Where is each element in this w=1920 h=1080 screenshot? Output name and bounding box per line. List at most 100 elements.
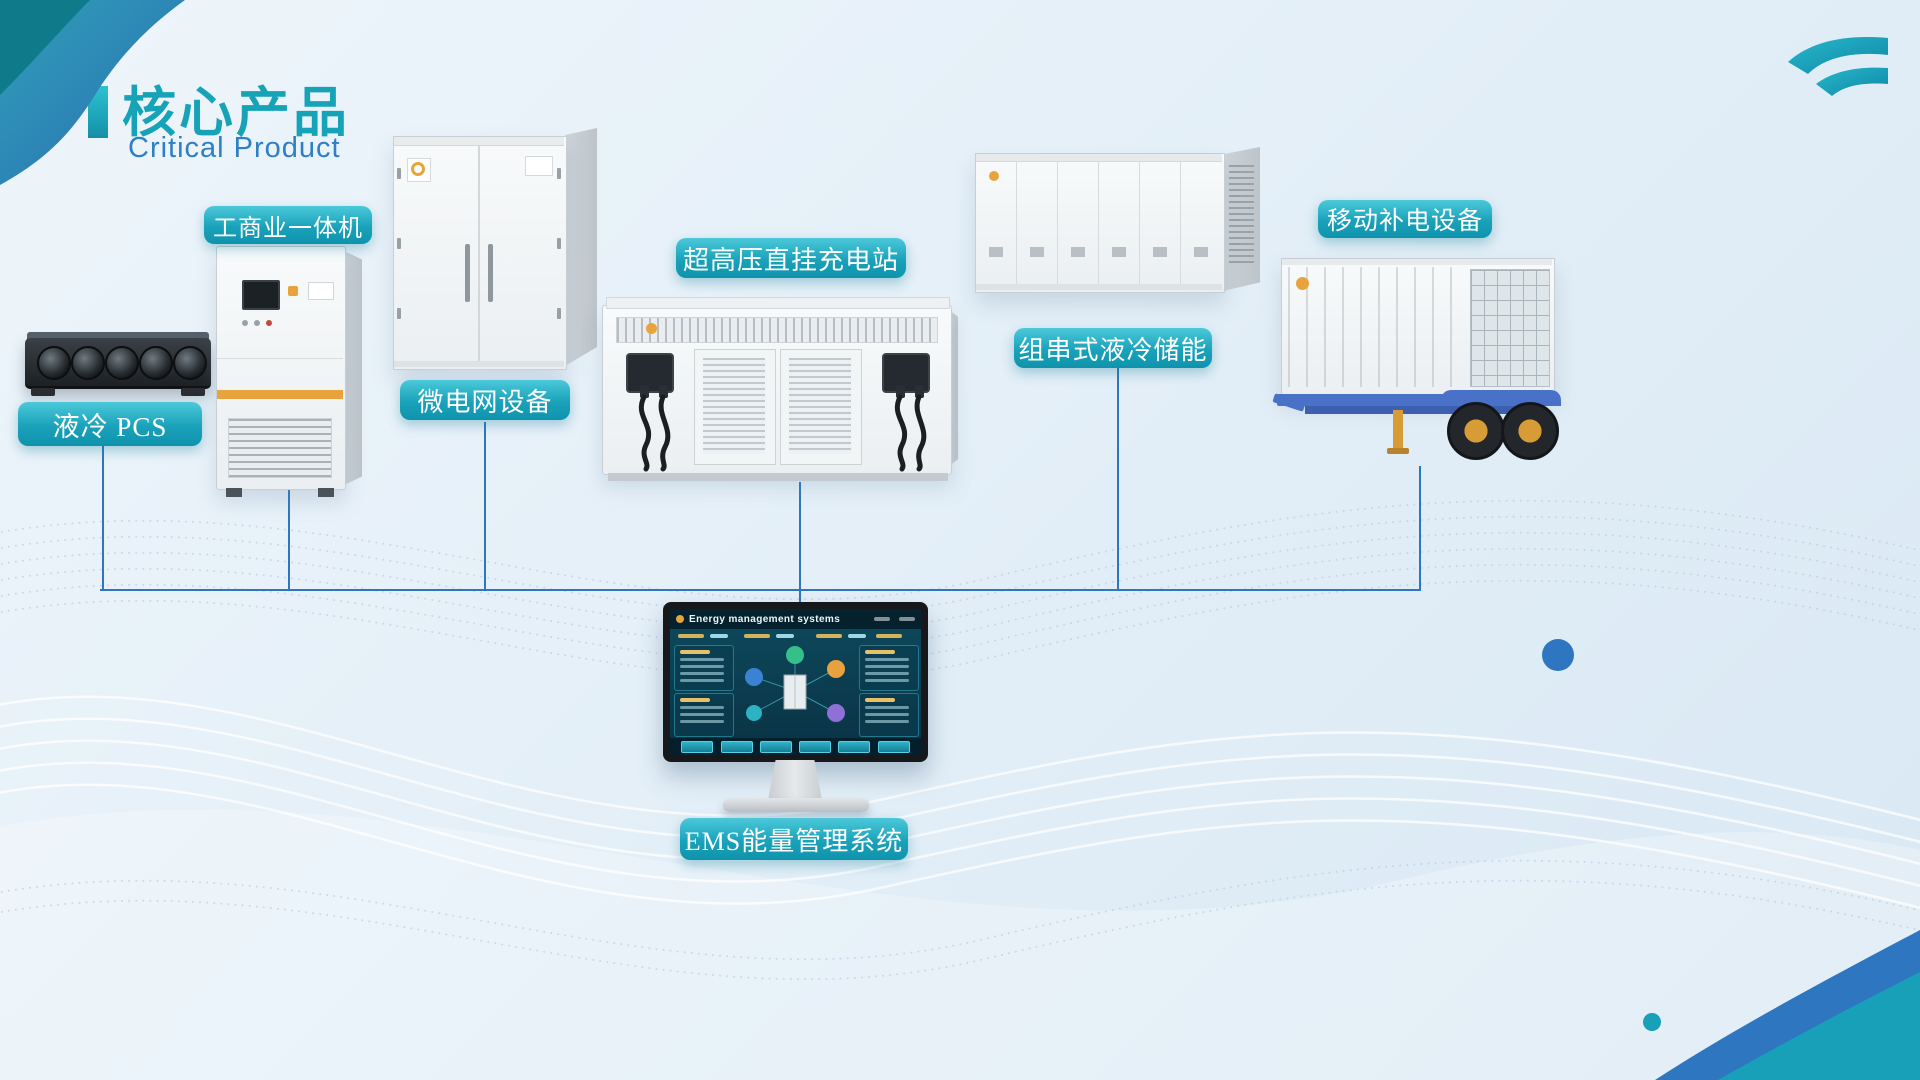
- string-vent: [1153, 247, 1167, 257]
- bottom-right-corner-shape: [1643, 930, 1920, 1080]
- product-mobile-charger: [1272, 250, 1565, 472]
- microgrid-hinge: [557, 308, 561, 319]
- label-liquid-cooled-pcs: 液冷 PCS: [18, 402, 202, 446]
- ems-button: [877, 740, 910, 753]
- label-text: 微电网设备: [417, 387, 553, 417]
- ems-screen: Energy management systems: [670, 609, 921, 755]
- ems-panel-title-bar: [865, 698, 895, 702]
- label-text: 工商业一体机: [213, 215, 363, 242]
- string-vent: [1071, 247, 1085, 257]
- ems-panel-row: [865, 720, 909, 723]
- charging-top-vent: [616, 317, 938, 343]
- connector-string-storage: [1117, 368, 1119, 589]
- string-side-grille: [1229, 165, 1254, 265]
- string-vent: [1112, 247, 1126, 257]
- string-front: [975, 153, 1225, 293]
- string-vent: [1194, 247, 1208, 257]
- ems-panel-row: [865, 658, 909, 661]
- charging-roof: [606, 297, 950, 309]
- ems-stat-bar: [816, 634, 842, 638]
- cabinet-side: [342, 250, 362, 486]
- cabinet-button: [242, 320, 248, 326]
- ems-flow-diagram: [745, 646, 845, 722]
- brand-mark-icon: [1296, 277, 1309, 290]
- string-vent: [989, 247, 1003, 257]
- ems-panel-title-bar: [680, 698, 710, 702]
- label-text: EMS能量管理系统: [684, 826, 904, 856]
- product-ems-monitor: Energy management systems: [663, 602, 928, 818]
- pcs-fan: [105, 346, 139, 380]
- connector-horizontal: [100, 589, 1421, 591]
- brand-mark-icon: [646, 323, 657, 334]
- cabinet-foot: [226, 488, 242, 497]
- ems-button: [799, 740, 832, 753]
- connector-pcs: [102, 446, 104, 589]
- ems-button: [759, 740, 792, 753]
- cabinet-plate: [308, 282, 334, 300]
- ems-button: [720, 740, 753, 753]
- monitor-base: [723, 798, 869, 812]
- cabinet-button: [266, 320, 272, 326]
- cabinet-indicator: [288, 286, 298, 296]
- label-text: 组串式液冷储能: [1018, 335, 1208, 365]
- microgrid-handle: [465, 244, 470, 302]
- pcs-fan: [37, 346, 71, 380]
- trailer-mudguard: [1441, 390, 1561, 406]
- brand-logo: [1788, 37, 1888, 96]
- string-panel-seam: [1098, 161, 1099, 289]
- string-vent: [1030, 247, 1044, 257]
- title-accent-bar: [88, 86, 108, 138]
- ems-panel-row: [865, 706, 909, 709]
- product-microgrid-container: [393, 128, 597, 372]
- label-hv-charging: 超高压直挂充电站: [676, 238, 906, 278]
- ems-stat-bar: [848, 634, 866, 638]
- connector-microgrid: [484, 422, 486, 589]
- charging-screen-right: [882, 353, 930, 393]
- string-roof: [976, 154, 1222, 162]
- string-side: [1223, 147, 1260, 291]
- charging-base-rail: [608, 473, 948, 481]
- ems-panel-row: [680, 713, 724, 716]
- ems-stat-bar: [776, 634, 794, 638]
- pcs-fan: [139, 346, 173, 380]
- ems-header-widget: [899, 617, 915, 621]
- string-panel-seam: [1057, 161, 1058, 289]
- ems-stat-bar: [876, 634, 902, 638]
- ems-panel-title-bar: [865, 650, 895, 654]
- ems-panel-row: [680, 672, 724, 675]
- microgrid-plate: [525, 156, 553, 176]
- label-all-in-one: 工商业一体机: [204, 206, 372, 244]
- microgrid-door-seam: [478, 145, 480, 367]
- charging-door: [694, 349, 776, 465]
- product-string-storage: [975, 147, 1260, 297]
- pcs-foot: [31, 388, 55, 396]
- ems-panel-row: [680, 720, 724, 723]
- charging-door-vent: [703, 358, 765, 454]
- ems-panel-row: [680, 679, 724, 682]
- side-accent-dot: [1542, 639, 1574, 671]
- brand-mark-icon: [411, 162, 425, 176]
- charging-door: [780, 349, 862, 465]
- ems-panel-row: [680, 706, 724, 709]
- ems-panel: [674, 645, 734, 691]
- connector-mobile: [1419, 466, 1421, 589]
- microgrid-hinge: [397, 168, 401, 179]
- trailer-wheel: [1501, 402, 1559, 460]
- mobile-window-grid: [1470, 269, 1550, 387]
- charging-door-vent: [789, 358, 851, 454]
- cabinet-seam: [217, 358, 343, 359]
- microgrid-hinge: [557, 238, 561, 249]
- ems-panel-row: [865, 713, 909, 716]
- ems-panel-title-bar: [680, 650, 710, 654]
- charging-cables: [638, 385, 927, 472]
- ems-button: [838, 740, 871, 753]
- cabinet-foot: [318, 488, 334, 497]
- landing-foot: [1387, 448, 1409, 454]
- label-text: 超高压直挂充电站: [682, 245, 899, 275]
- ems-button-row: [670, 738, 921, 755]
- ems-panel-row: [865, 672, 909, 675]
- label-ems: EMS能量管理系统: [680, 818, 908, 860]
- page-subtitle: Critical Product: [128, 132, 341, 164]
- ems-panel-row: [865, 679, 909, 682]
